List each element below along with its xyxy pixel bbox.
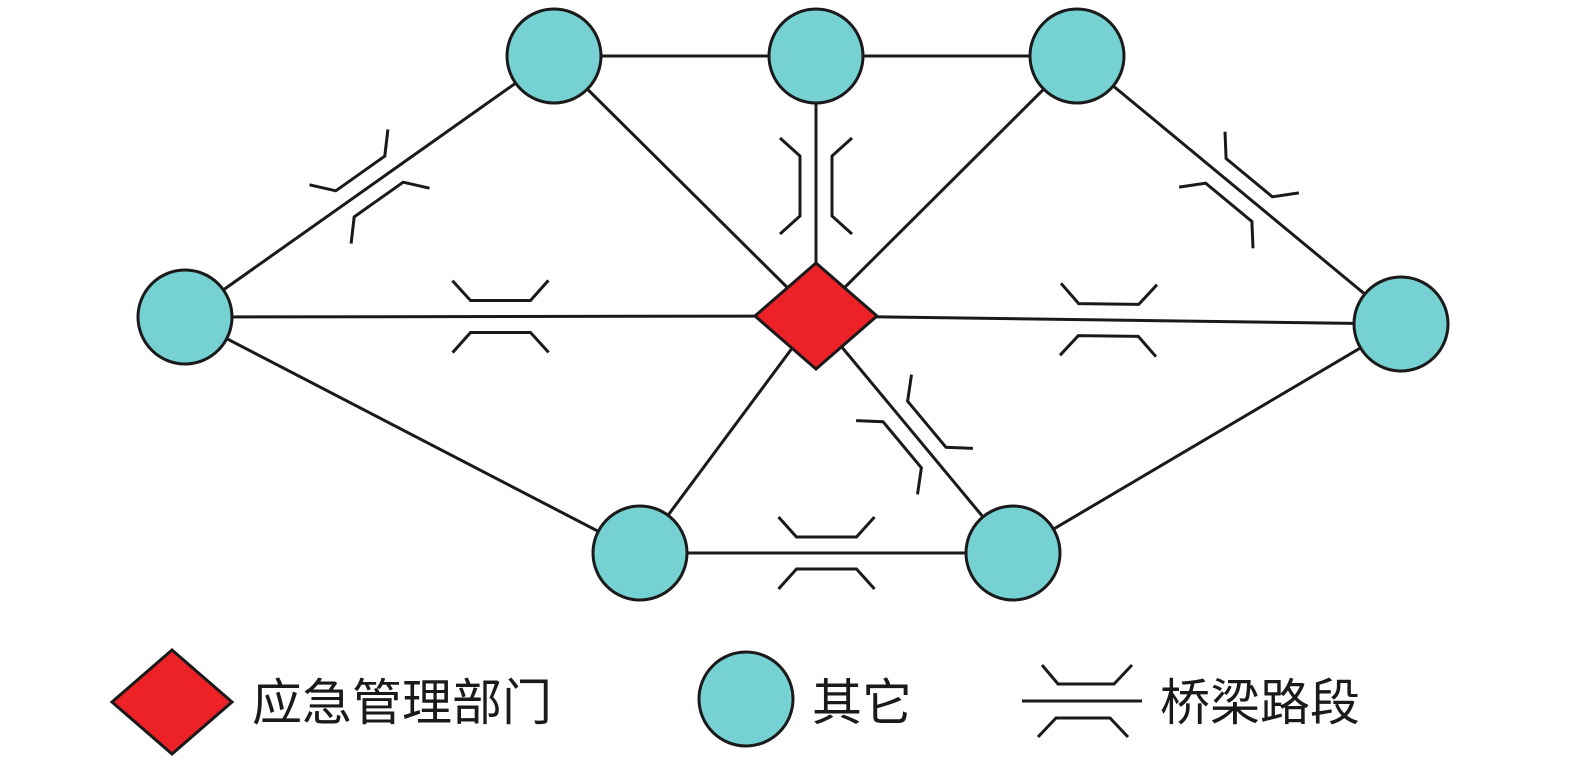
edge-n-top-left-n-left: [184, 54, 555, 319]
bridge-rail: [777, 567, 876, 591]
legend: 应急管理部门 其它 桥梁路段: [109, 648, 1360, 756]
other-node-top-center: [767, 7, 865, 105]
other-node-bottom-left: [591, 504, 689, 602]
bridges-layer: [309, 129, 1300, 591]
bridge-rail: [830, 136, 854, 236]
other-node-left: [136, 268, 234, 366]
legend-item-other: 其它: [697, 650, 912, 748]
legend-label-bridge: 桥梁路段: [1160, 674, 1360, 732]
other-node-right: [1352, 275, 1450, 373]
other-node-top-left: [505, 7, 603, 105]
bridge-rail: [1223, 131, 1300, 199]
edge-n-center-n-bottom-right: [814, 315, 1015, 554]
bridge-marker-n-center-n-right: [1058, 282, 1159, 358]
bridge-marker-n-left-n-center: [451, 279, 550, 354]
bridge-rail: [451, 331, 550, 354]
emergency-dept-node: [752, 261, 880, 371]
bridge-marker-n-top-right-n-right: [1178, 131, 1300, 249]
edge-n-top-left-n-center: [552, 54, 818, 318]
legend-bridge-icon: [1022, 663, 1142, 739]
edge-n-left-n-bottom-left: [184, 315, 641, 555]
nodes-layer: [136, 7, 1450, 602]
bridge-rail: [1059, 282, 1159, 306]
edges-layer: [184, 54, 1402, 555]
edge-n-left-n-center: [184, 314, 817, 319]
bridge-rail: [906, 374, 973, 450]
bridge-rail: [778, 136, 802, 236]
bridge-rail: [349, 180, 430, 244]
edge-n-top-right-n-right: [1076, 54, 1402, 326]
bridge-rail: [856, 419, 923, 495]
bridge-marker-n-center-n-bottom-right: [856, 374, 973, 495]
other-node-bottom-right: [964, 504, 1062, 602]
bridge-marker-n-top-left-n-left: [309, 129, 430, 244]
bridge-rail: [1178, 181, 1255, 249]
bridge-rail: [451, 279, 550, 302]
other-node-top-right: [1028, 7, 1126, 105]
bridge-marker-n-bottom-left-n-bottom-right: [777, 515, 876, 591]
bridge-marker-n-top-center-n-center: [778, 136, 854, 236]
edge-n-center-n-right: [815, 314, 1402, 326]
edge-n-bottom-right-n-right: [1012, 322, 1402, 555]
bridge-rail: [777, 515, 876, 539]
edge-n-top-right-n-center: [814, 54, 1079, 318]
bridge-rail: [1058, 334, 1158, 358]
legend-item-emergency-dept: 应急管理部门: [109, 648, 552, 756]
legend-label-emergency-dept: 应急管理部门: [252, 674, 552, 732]
edge-n-center-n-bottom-left: [638, 315, 818, 554]
legend-red-diamond-icon: [109, 648, 235, 756]
bridge-rail: [309, 129, 390, 193]
legend-item-bridge: 桥梁路段: [1022, 663, 1360, 739]
legend-label-other: 其它: [812, 674, 912, 732]
legend-cyan-circle-icon: [697, 650, 795, 748]
